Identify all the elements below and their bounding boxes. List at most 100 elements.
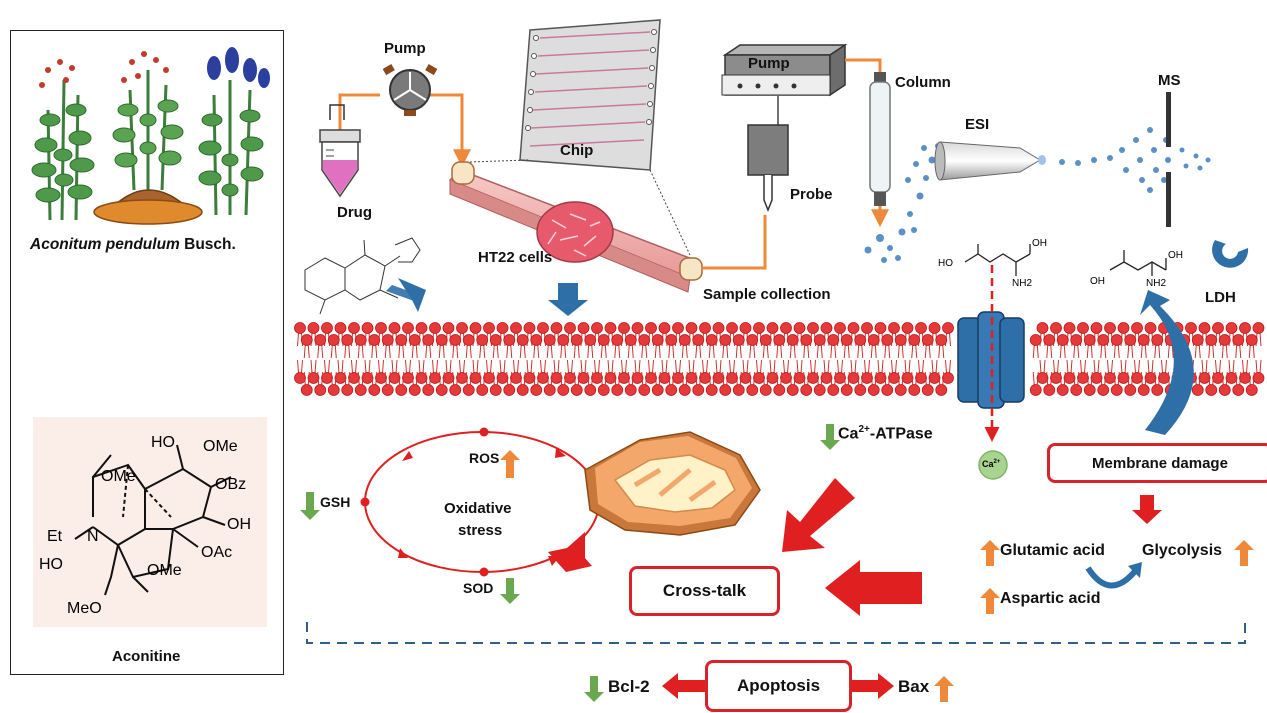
lipid-head: [1097, 334, 1110, 346]
lipid-head: [840, 334, 853, 346]
lipid-head: [753, 322, 765, 334]
lipid-head: [557, 334, 570, 346]
lipid-tail: [472, 359, 479, 374]
esi-nozzle-icon: [934, 141, 1046, 181]
blue-arrows: [386, 278, 588, 316]
lipid-tail: [1167, 344, 1174, 359]
lipid-tail: [1194, 344, 1201, 359]
arrow-oxidative-crosstalk: [548, 532, 592, 572]
lipid-head: [1029, 334, 1042, 346]
lipid-tail: [1134, 359, 1140, 374]
lipid-head: [449, 384, 462, 396]
mitochondrion-icon: [584, 431, 761, 536]
lipid-tail: [533, 371, 540, 386]
lipid-tail: [506, 371, 513, 386]
lipid-head: [827, 384, 840, 396]
group-obz: OBz: [215, 476, 246, 493]
lipid-tail: [384, 344, 391, 359]
column-label: Column: [895, 74, 951, 91]
lipid-tail: [1208, 344, 1215, 359]
lipid-tail: [614, 344, 621, 359]
lipid-head: [1144, 322, 1157, 334]
lipid-tail: [1154, 371, 1161, 386]
ca-atpase-down-icon: [820, 424, 840, 450]
lipid-tail: [519, 344, 526, 359]
lipid-tail: [823, 359, 830, 374]
lipid-head: [834, 372, 846, 384]
lipid-tail: [870, 371, 877, 386]
lipid-tail: [614, 371, 621, 386]
lipid-head: [685, 372, 698, 384]
lipid-tail: [438, 344, 445, 359]
lipid-head: [591, 322, 603, 334]
ms-label: MS: [1158, 72, 1181, 89]
pump-right-icon: [721, 43, 848, 97]
group-ho-top: HO: [151, 434, 175, 451]
lipid-tail: [600, 344, 607, 359]
lipid-head: [881, 384, 894, 396]
lipid-head: [523, 322, 536, 334]
lipid-tail: [492, 371, 499, 386]
lipid-head: [692, 384, 705, 396]
lipid-head: [1063, 372, 1076, 384]
lipid-tail: [330, 344, 337, 359]
lipid-head: [638, 334, 651, 346]
indicator-arrows: [300, 424, 1254, 702]
lipid-head: [672, 372, 684, 384]
lipid-tail: [756, 359, 762, 374]
lipid-head: [550, 372, 563, 384]
lipid-head: [570, 384, 583, 396]
lipid-head: [597, 384, 610, 396]
lipid-head: [307, 322, 320, 334]
group-ome-bottom: OMe: [147, 562, 182, 579]
lipid-head: [1117, 322, 1130, 334]
arrow-bcl2: [662, 673, 705, 699]
lipid-tail: [931, 359, 938, 374]
lipid-tail: [452, 371, 459, 386]
lipid-head: [1252, 372, 1265, 384]
lipid-head: [456, 372, 468, 384]
plant-stem-left: [31, 59, 95, 221]
lipid-tail: [303, 371, 310, 386]
lipid-head: [584, 334, 597, 346]
lipid-tail: [1242, 359, 1248, 374]
sample-collection-label: Sample collection: [703, 286, 831, 303]
lipid-tail: [627, 371, 634, 386]
lipid-head: [888, 372, 900, 384]
lipid-head: [564, 322, 576, 334]
lipid-head: [456, 322, 468, 334]
lipid-head: [780, 372, 792, 384]
aconitine-structure: HO OMe OMe OBz OH Et N OAc HO OMe MeO: [39, 434, 251, 617]
aspartic-oh-left: OH: [1090, 276, 1105, 287]
lipid-tail: [695, 344, 702, 359]
ldh-icon: [1212, 240, 1249, 268]
lipid-tail: [398, 344, 405, 359]
lipid-tail: [688, 359, 695, 374]
lipid-head: [807, 322, 819, 334]
lipid-tail: [479, 344, 486, 359]
lipid-head: [618, 322, 630, 334]
lipid-head: [408, 384, 421, 396]
glutamic-acid-structure: [964, 244, 1031, 276]
lipid-head: [395, 384, 408, 396]
lipid-head: [685, 322, 698, 334]
bcl2-label: Bcl-2: [608, 677, 650, 696]
lipid-head: [1218, 334, 1231, 346]
lipid-tail: [884, 344, 891, 359]
lipid-tail: [749, 371, 756, 386]
lipid-head: [1218, 384, 1231, 396]
lipid-head: [847, 372, 860, 384]
lipid-head: [597, 334, 610, 346]
lipid-head: [354, 384, 367, 396]
calcium-ion-label: Ca2+: [982, 459, 1000, 469]
lipid-head: [1225, 322, 1238, 334]
ldh-label: LDH: [1205, 289, 1236, 306]
lipid-head: [516, 384, 529, 396]
lipid-head: [773, 334, 786, 346]
lipid-tail: [357, 371, 364, 386]
lipid-head: [449, 334, 462, 346]
lipid-head: [1090, 322, 1103, 334]
lipid-tail: [303, 344, 310, 359]
glutamic-acid-label: Glutamic acid: [1000, 542, 1105, 559]
lipid-tail: [627, 344, 634, 359]
